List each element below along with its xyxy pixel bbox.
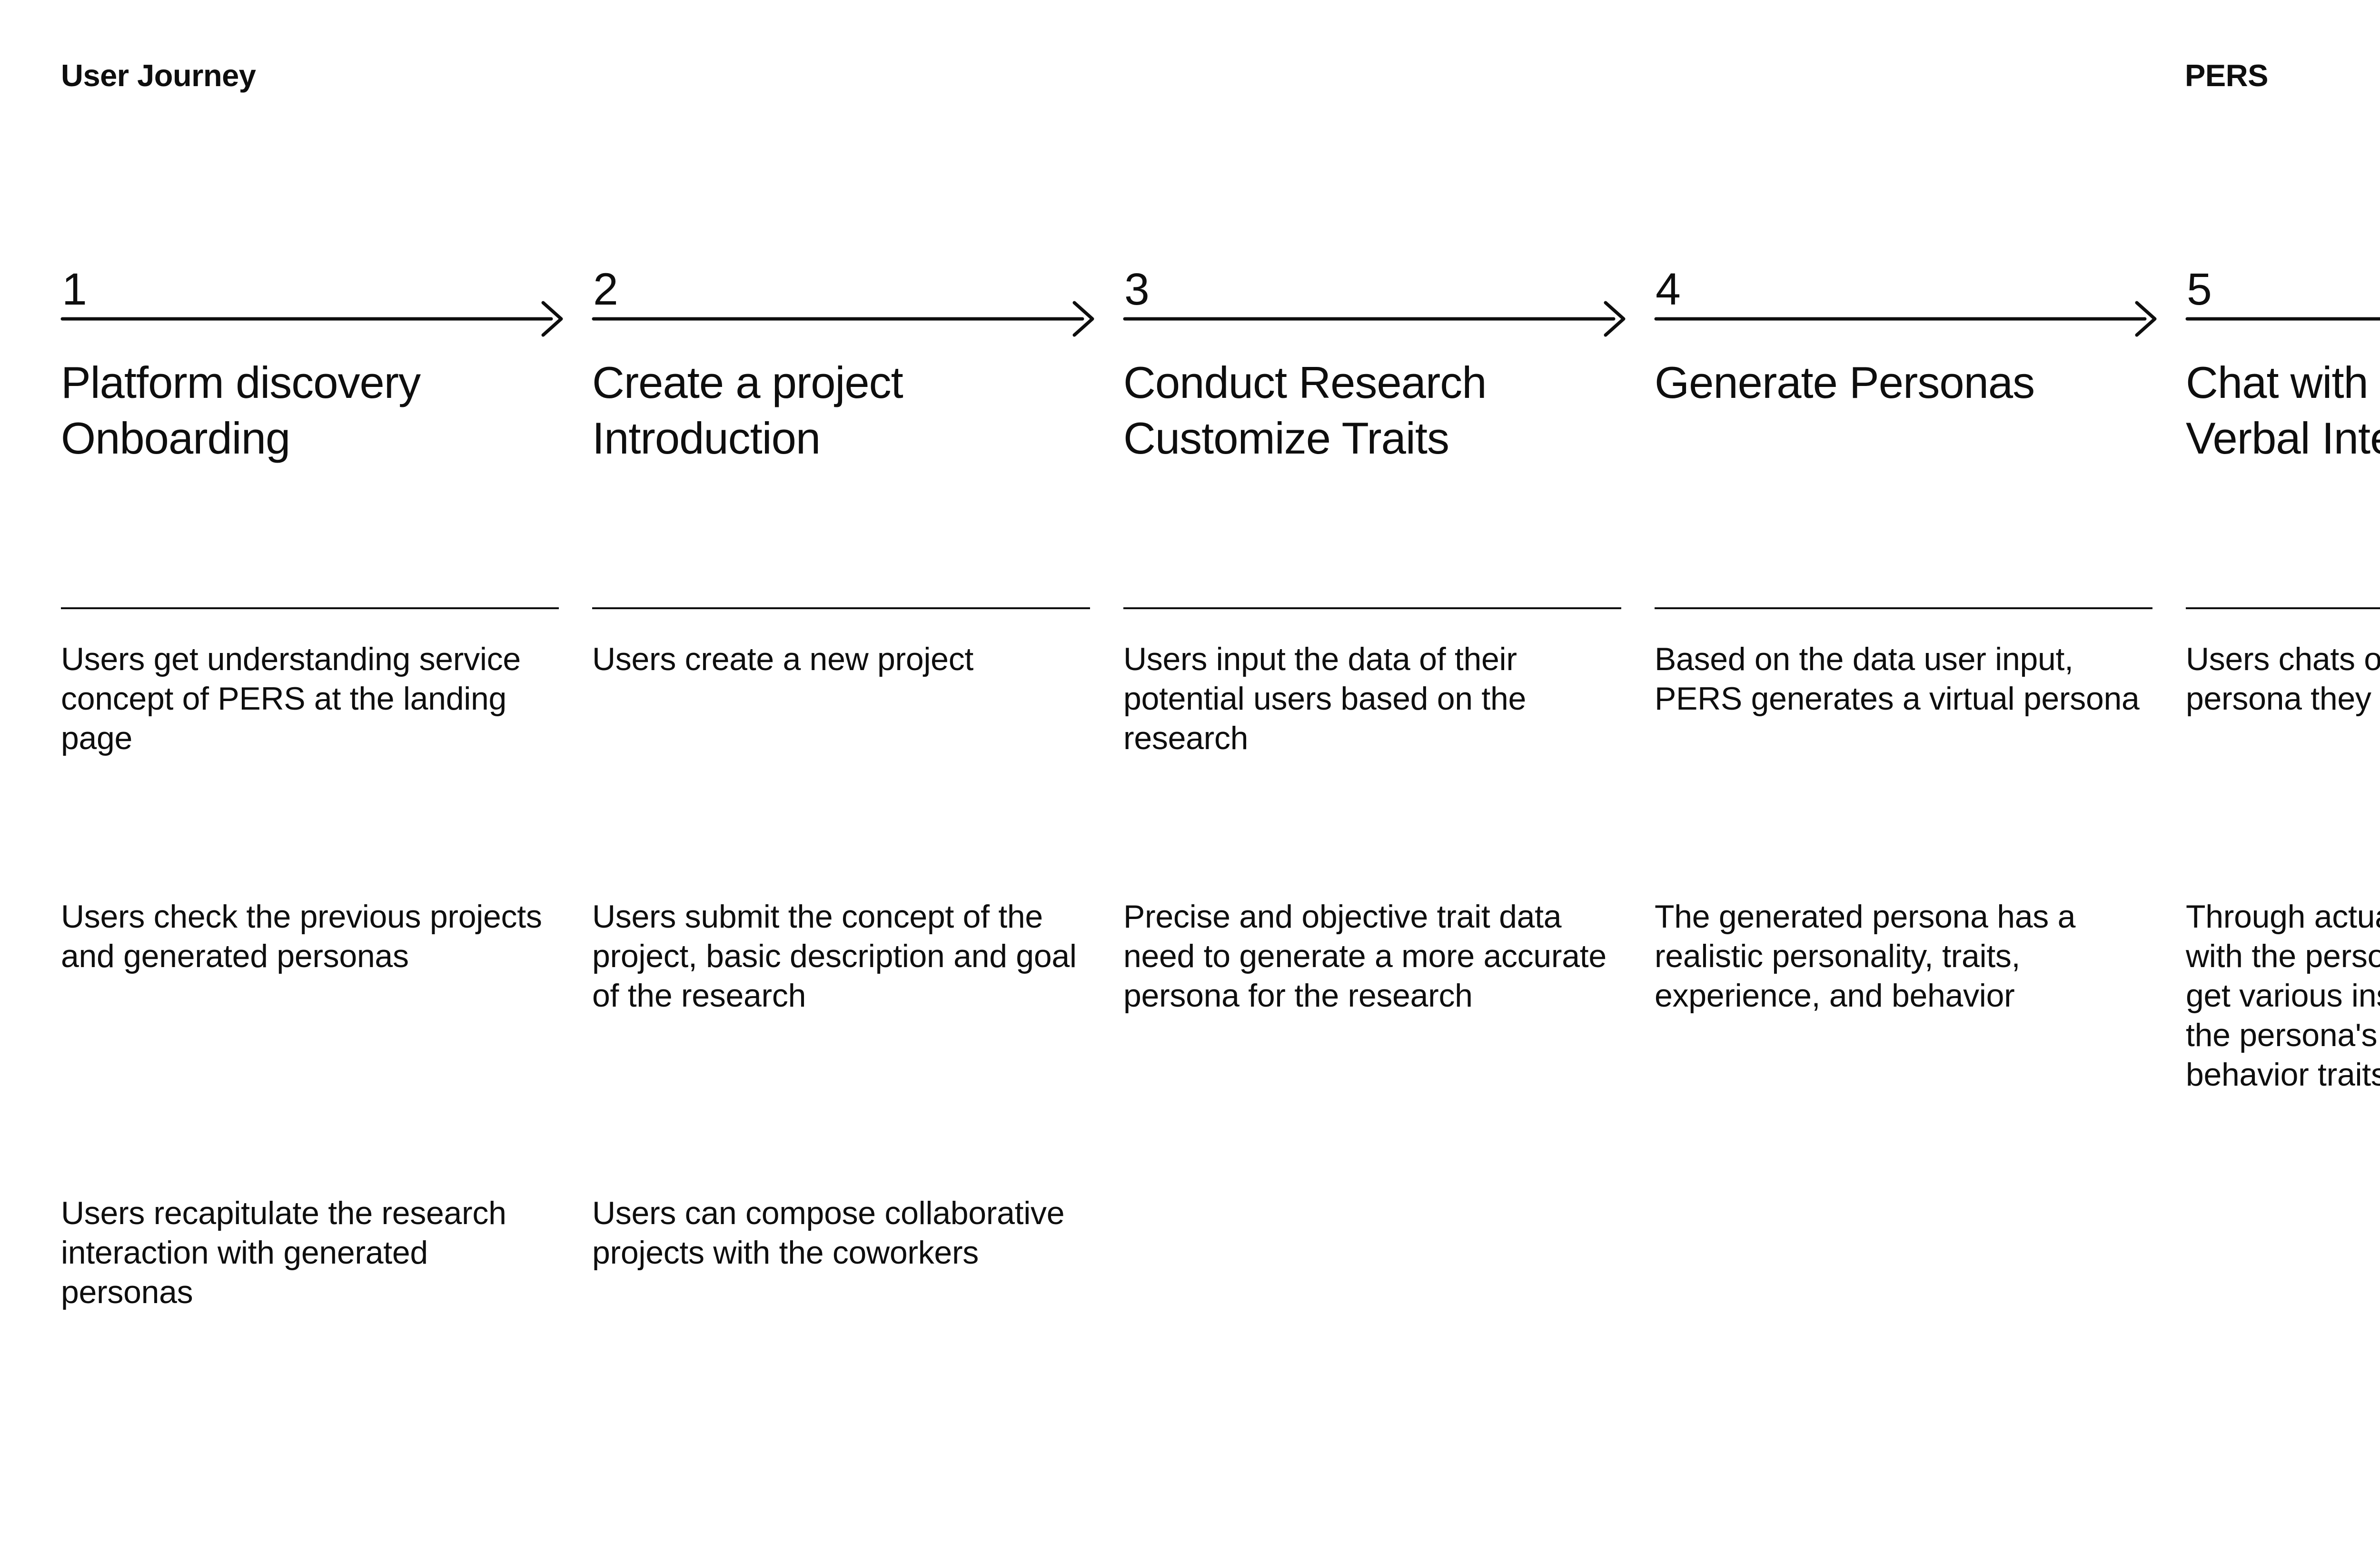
step-note: Precise and objective trait data need to… <box>1123 899 1606 1014</box>
divider <box>2186 607 2380 609</box>
step-note: Users can compose collaborative projects… <box>592 1195 1065 1271</box>
step-note: Users create a new project <box>592 641 973 677</box>
step-column-3: 3 Conduct Research Customize Traits User… <box>1123 0 1626 1542</box>
step-number: 2 <box>593 264 618 315</box>
arrow-right-icon <box>2185 317 2380 321</box>
step-note: The generated persona has a realistic pe… <box>1655 899 2076 1014</box>
step-note: Through actual communication with the pe… <box>2186 899 2380 1093</box>
step-note: Users chats or talks to the persona they… <box>2186 641 2380 717</box>
step-column-4: 4 Generate Personas Based on the data us… <box>1654 0 2157 1542</box>
step-note: Based on the data user input, PERS gener… <box>1655 641 2140 717</box>
step-note: Users recapitulate the research interact… <box>61 1195 506 1310</box>
step-number: 1 <box>62 264 87 315</box>
step-title: Chat with Persona Verbal Interaction <box>2186 357 2380 463</box>
arrow-right-icon <box>592 301 1094 337</box>
step-title: Create a project Introduction <box>592 357 903 463</box>
step-title: Generate Personas <box>1655 357 2035 407</box>
step-number: 4 <box>1656 264 1681 315</box>
arrow-right-icon <box>60 301 563 337</box>
brand-label: PERS <box>2185 58 2269 93</box>
step-note: Users get understanding service concept … <box>61 641 521 756</box>
page-title: User Journey <box>61 58 256 93</box>
step-note: Users submit the concept of the project,… <box>592 899 1077 1014</box>
step-note: Users input the data of their potential … <box>1123 641 1526 756</box>
divider <box>592 607 1090 609</box>
step-column-5: 5 Chat with Persona Verbal Interaction U… <box>2185 0 2380 1542</box>
arrow-right-icon <box>1654 301 2157 337</box>
step-column-2: 2 Create a project Introduction Users cr… <box>592 0 1094 1542</box>
divider <box>1655 607 2152 609</box>
step-note: Users check the previous projects and ge… <box>61 899 542 974</box>
arrow-right-icon <box>1123 301 1626 337</box>
step-title: Platform discovery Onboarding <box>61 357 421 463</box>
step-column-1: 1 Platform discovery Onboarding Users ge… <box>60 0 563 1542</box>
step-number: 3 <box>1124 264 1150 315</box>
divider <box>61 607 559 609</box>
step-title: Conduct Research Customize Traits <box>1123 357 1487 463</box>
step-number: 5 <box>2187 264 2212 315</box>
divider <box>1123 607 1621 609</box>
